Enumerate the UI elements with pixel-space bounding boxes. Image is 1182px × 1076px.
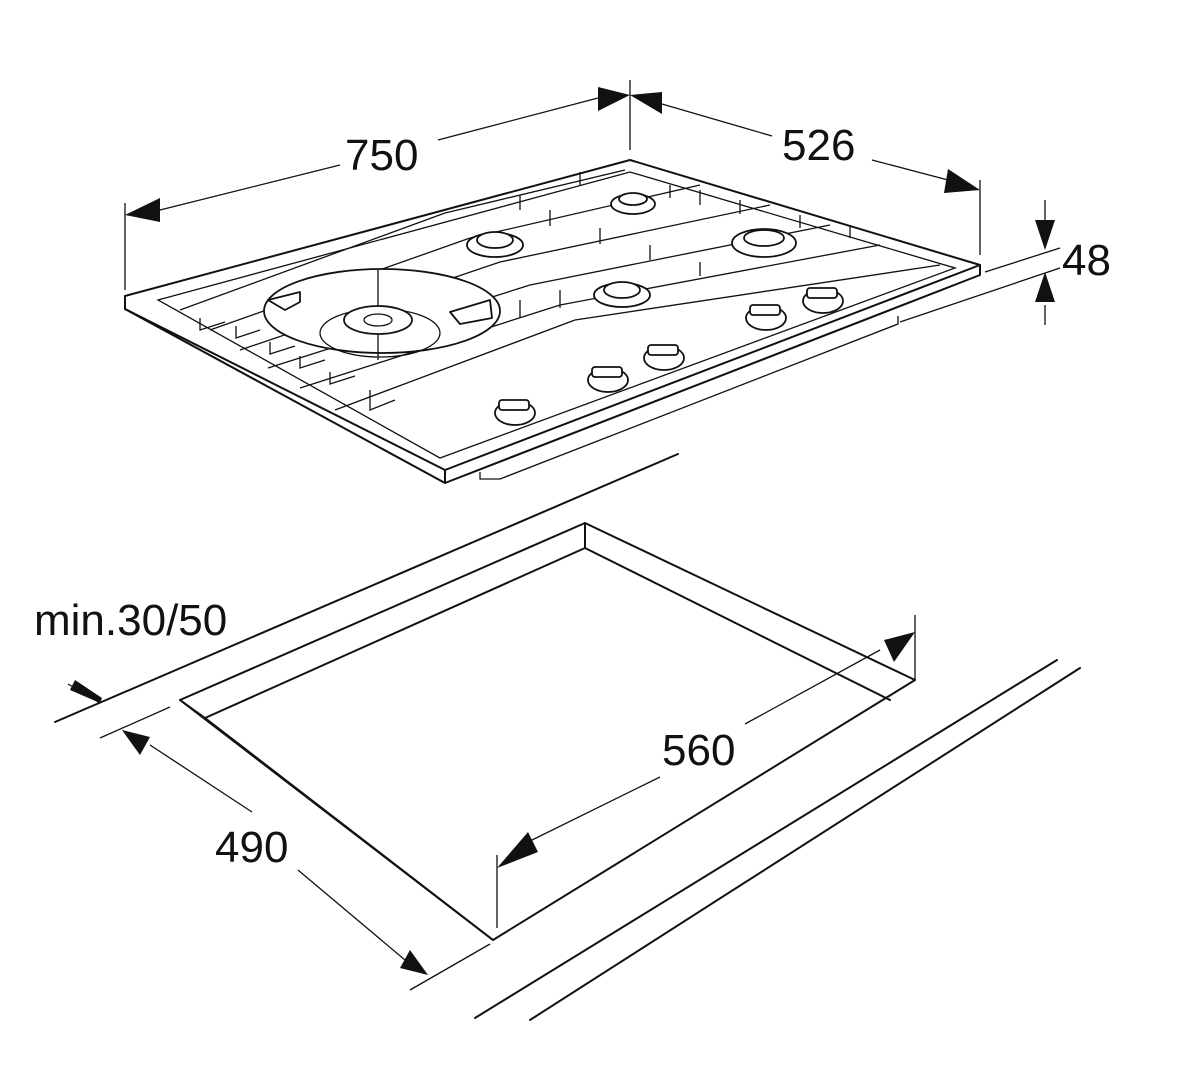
worktop-front-edge-2 [529, 667, 1081, 1021]
dimension-48: 48 [899, 200, 1111, 325]
worktop-cutout [54, 453, 1081, 1021]
burner-rear-left [466, 231, 524, 258]
label-cutout-width: 560 [662, 726, 735, 775]
label-hob-height: 48 [1062, 236, 1111, 285]
knob-3 [643, 344, 685, 371]
dimension-clearance: min.30/50 [34, 596, 227, 739]
label-cutout-depth: 490 [215, 823, 288, 872]
hob-front-edge [124, 264, 981, 484]
label-front-clearance: min.30/50 [34, 596, 227, 645]
hob-under-box [479, 316, 899, 480]
wok-burner-center [363, 313, 393, 327]
worktop-back-edge [54, 453, 679, 723]
burner-front-middle [593, 281, 651, 308]
dimension-490: 490 [122, 730, 491, 991]
label-hob-width: 750 [345, 131, 418, 180]
cutout-outline [179, 522, 916, 941]
knob-5 [802, 287, 844, 314]
worktop-front-edge-1 [474, 659, 1058, 1019]
dimension-526: 526 [630, 92, 981, 255]
knob-4 [745, 304, 787, 331]
wok-burner-cap [343, 305, 413, 335]
knob-1 [494, 399, 536, 426]
dimension-560: 560 [496, 615, 916, 928]
dimension-750: 750 [124, 80, 631, 290]
cutout-inner-edge [179, 522, 891, 941]
knob-2 [587, 366, 629, 393]
hob [124, 159, 981, 484]
label-hob-depth: 526 [782, 121, 855, 170]
burner-rear-middle [610, 192, 656, 215]
wok-burner [263, 268, 501, 360]
control-knobs [494, 287, 844, 426]
pan-support-right [444, 169, 941, 321]
burner-right [731, 228, 797, 258]
